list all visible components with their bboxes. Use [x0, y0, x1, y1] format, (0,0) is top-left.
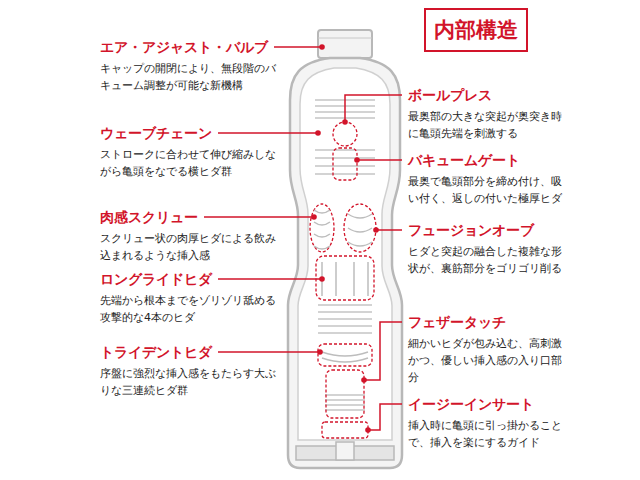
base-hole [336, 442, 354, 460]
part-name: ウェーブチェーン [100, 124, 212, 142]
leader-dot [315, 130, 321, 136]
leader-line [274, 46, 322, 48]
leader-line [376, 229, 402, 231]
leader-dot [317, 349, 323, 355]
feature-outlines [310, 122, 376, 438]
leader-dot [342, 119, 348, 125]
part-name: エア・アジャスト・バルブ [100, 38, 268, 56]
leader-line [218, 351, 320, 353]
part-name: ロングライドヒダ [100, 270, 212, 288]
leader-line [204, 216, 314, 218]
part-description: 序盤に強烈な挿入感をもたらす大ぶりな三連続ヒダ群 [100, 365, 284, 399]
leader-line [357, 159, 402, 161]
part-name: トライデントヒダ [100, 343, 212, 361]
part-description: スクリュー状の肉厚ヒダによる飲み込まれるような挿入感 [100, 230, 284, 264]
leader-line [345, 95, 402, 122]
leader-line [218, 132, 318, 134]
title-box: 内部構造 [424, 8, 528, 52]
screw-ribs [314, 210, 372, 362]
title: 内部構造 [434, 16, 518, 44]
leader-dot [373, 227, 379, 233]
part-name: フェザータッチ [408, 313, 506, 331]
leader-dot [311, 214, 317, 220]
sleeve [298, 68, 392, 440]
part-name: バキュームゲート [408, 151, 520, 169]
part-name: イージーインサート [408, 395, 534, 413]
part-description: ストロークに合わせて伸び縮みしながら亀頭をなでる横ヒダ群 [100, 146, 284, 180]
part-description: 挿入時に亀頭に引っ掛かることで、挿入を楽にするガイド [408, 417, 568, 451]
part-description: 最奥部の大きな突起が奥突き時に亀頭先端を刺激する [408, 108, 568, 142]
part-description: 先端から根本までをゾリゾリ舐める攻撃的な4本のヒダ [100, 292, 284, 326]
bottle-outline [288, 58, 402, 468]
leader-dot [319, 44, 325, 50]
cap [318, 30, 372, 58]
part-description: 細かいヒダが包み込む、高刺激かつ、優しい挿入感の入り口部分 [408, 335, 568, 386]
leader-line [364, 322, 402, 380]
part-name: ボールプレス [408, 86, 492, 104]
leader-dot [354, 157, 360, 163]
leader-dot [365, 427, 371, 433]
ribs [315, 100, 375, 410]
leader-dot [319, 276, 325, 282]
cap-line [318, 38, 372, 39]
part-name: フュージョンオーブ [408, 221, 534, 239]
leader-line [368, 404, 402, 430]
part-description: 最奥で亀頭部分を締め付け、吸い付く、返しの付いた極厚ヒダ [408, 173, 568, 207]
part-name: 肉感スクリュー [100, 208, 198, 226]
leader-line [218, 278, 322, 280]
leader-dot [361, 377, 367, 383]
part-description: キャップの開閉により、無段階のバキューム調整が可能な新機構 [100, 60, 284, 94]
part-description: ヒダと突起の融合した複雑な形状が、裏筋部分をゴリゴリ削る [408, 243, 568, 277]
